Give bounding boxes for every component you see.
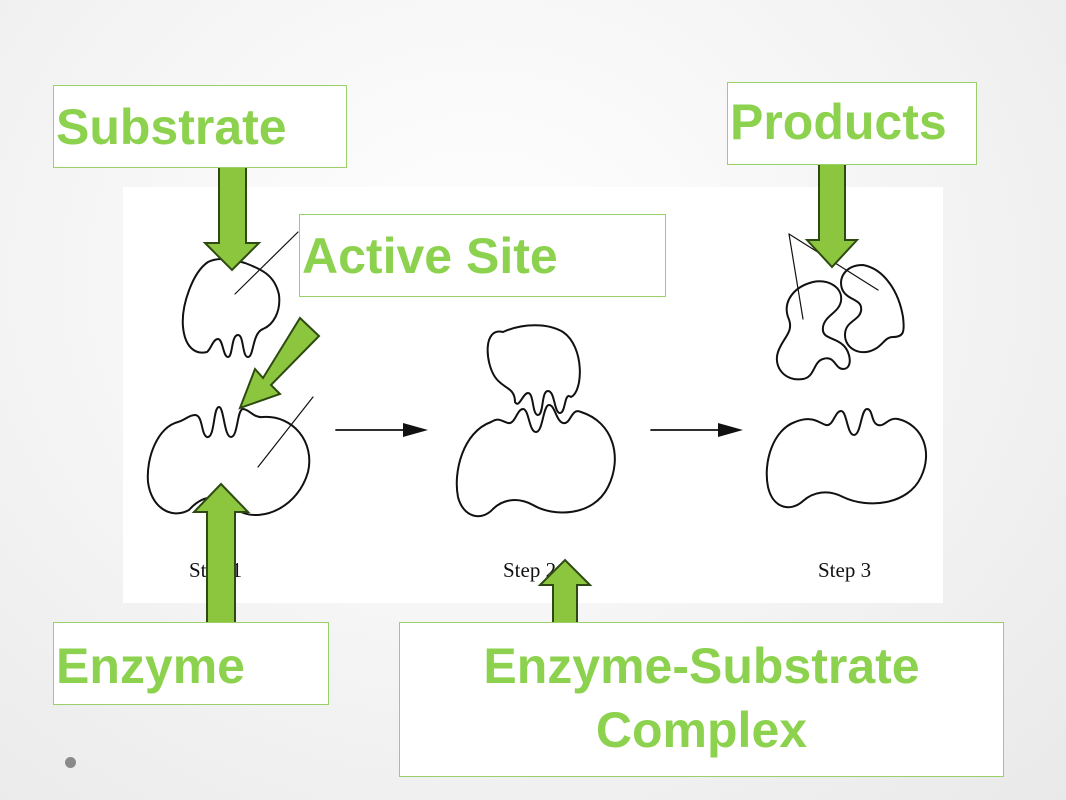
step1-label: Step 1 [189,558,243,582]
products-label: Products [730,94,947,150]
step1-substrate-shape [181,258,281,358]
step-arrow-2-head [718,423,743,437]
step1-active-site-pointer [257,396,314,468]
active-site-label: Active Site [302,228,558,284]
step1-substrate-pointer [234,231,299,295]
enzyme-label: Enzyme [56,638,245,694]
enzyme-diagram [146,231,928,518]
products-label-box: Products [727,82,977,165]
substrate-label: Substrate [56,99,287,155]
step2-substrate-shape [486,324,581,416]
slide-bullet [65,757,76,768]
step-arrow-1-head [403,423,428,437]
enzyme-label-box: Enzyme [53,622,329,705]
complex-label-box: Enzyme-Substrate Complex [399,622,1004,777]
complex-label-line1: Enzyme-Substrate [483,638,920,694]
active-site-label-box: Active Site [299,214,666,297]
step3-pointer-a [788,233,804,320]
step1-enzyme-shape [146,406,311,517]
step2-label: Step 2 [503,558,557,582]
complex-label-line2: Complex [595,702,808,758]
substrate-label-box: Substrate [53,85,347,168]
step3-enzyme-shape [765,408,928,509]
step3-label: Step 3 [818,558,872,582]
step3-pointer-b [788,233,879,291]
step2-enzyme-shape [455,404,616,518]
step3-product-right [840,264,905,354]
step3-product-left [775,280,851,381]
